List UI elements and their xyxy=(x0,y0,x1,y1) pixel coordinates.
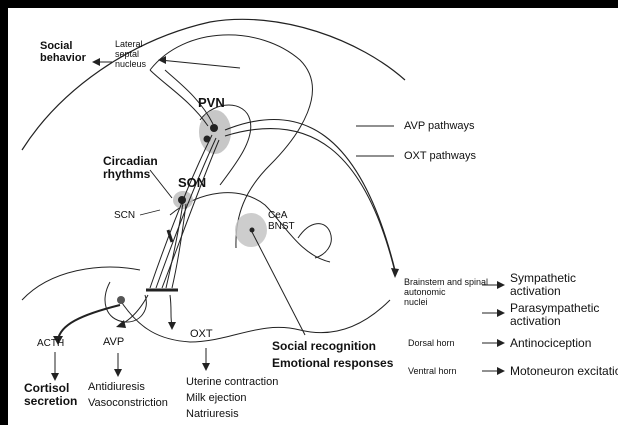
cea-bnst-label: CeA BNST xyxy=(268,210,295,232)
oxt-effects-label: Uterine contraction Milk ejection Natriu… xyxy=(186,375,278,423)
dorsal-horn-label: Dorsal horn xyxy=(408,338,455,348)
son-label: SON xyxy=(178,175,206,190)
cea-cell xyxy=(250,228,255,233)
scn-label: SCN xyxy=(114,210,135,221)
oxt-output-label: OXT xyxy=(190,328,213,340)
motoneuron-excitation-label: Motoneuron excitation xyxy=(510,364,618,378)
avp-effects-label: Antidiuresis Vasoconstriction xyxy=(88,380,168,412)
sympathetic-activation-label: Sympathetic activation xyxy=(510,272,576,298)
arrowhead-parasympathetic xyxy=(497,309,505,317)
brainstem-nuclei-label: Brainstem and spinal autonomic nuclei xyxy=(404,278,488,308)
oxt-down-arrowhead xyxy=(202,363,210,371)
social-behavior-arrowhead xyxy=(92,58,100,66)
scn-dash xyxy=(168,230,172,242)
pvn-nucleus xyxy=(199,110,231,154)
pituitary-outline xyxy=(105,282,146,322)
acth-arrow xyxy=(58,305,120,340)
arrowhead-antinociception xyxy=(497,339,505,347)
brainstem-arrowhead xyxy=(391,268,399,278)
acth-down-arrowhead xyxy=(51,373,59,381)
pvn-cell xyxy=(204,136,211,143)
pvn-label: PVN xyxy=(198,95,225,110)
avp-output-label: AVP xyxy=(103,336,124,348)
pituitary-cell xyxy=(117,296,125,304)
pvn-to-brainstem-1 xyxy=(225,119,395,270)
tract-pvn-pituitary-2 xyxy=(156,138,216,288)
ventral-horn-label: Ventral horn xyxy=(408,366,457,376)
antinociception-label: Antinociception xyxy=(510,336,591,350)
tract-son-pituitary-2 xyxy=(172,204,186,288)
lateral-septal-nucleus-label: Lateral septal nucleus xyxy=(115,40,146,70)
pvn-to-brainstem-2 xyxy=(225,128,395,272)
cea-to-social-recognition xyxy=(252,232,305,335)
social-behavior-label: Social behavior xyxy=(40,40,86,64)
circadian-rhythms-label: Circadian rhythms xyxy=(103,155,158,181)
parasympathetic-activation-label: Parasympathetic activation xyxy=(510,302,599,328)
scn-pointer xyxy=(140,210,160,215)
brain-outline-amygdala xyxy=(298,224,331,258)
social-recognition-label: Social recognition xyxy=(272,339,376,353)
legend-avp-label: AVP pathways xyxy=(404,120,475,132)
arrowhead-sympathetic xyxy=(497,281,505,289)
cortisol-secretion-label: Cortisol secretion xyxy=(24,382,77,408)
pvn-cell xyxy=(210,124,218,132)
emotional-responses-label: Emotional responses xyxy=(272,356,393,370)
oxt-arrowhead xyxy=(168,322,176,330)
oxt-arrow xyxy=(170,295,172,325)
acth-label: ACTH xyxy=(37,338,64,349)
legend-oxt-label: OXT pathways xyxy=(404,150,476,162)
septum-arrow-line xyxy=(160,60,240,68)
avp-down-arrowhead xyxy=(114,369,122,377)
tract-pvn-pituitary-1 xyxy=(150,135,212,288)
arrowhead-motoneuron xyxy=(497,367,505,375)
